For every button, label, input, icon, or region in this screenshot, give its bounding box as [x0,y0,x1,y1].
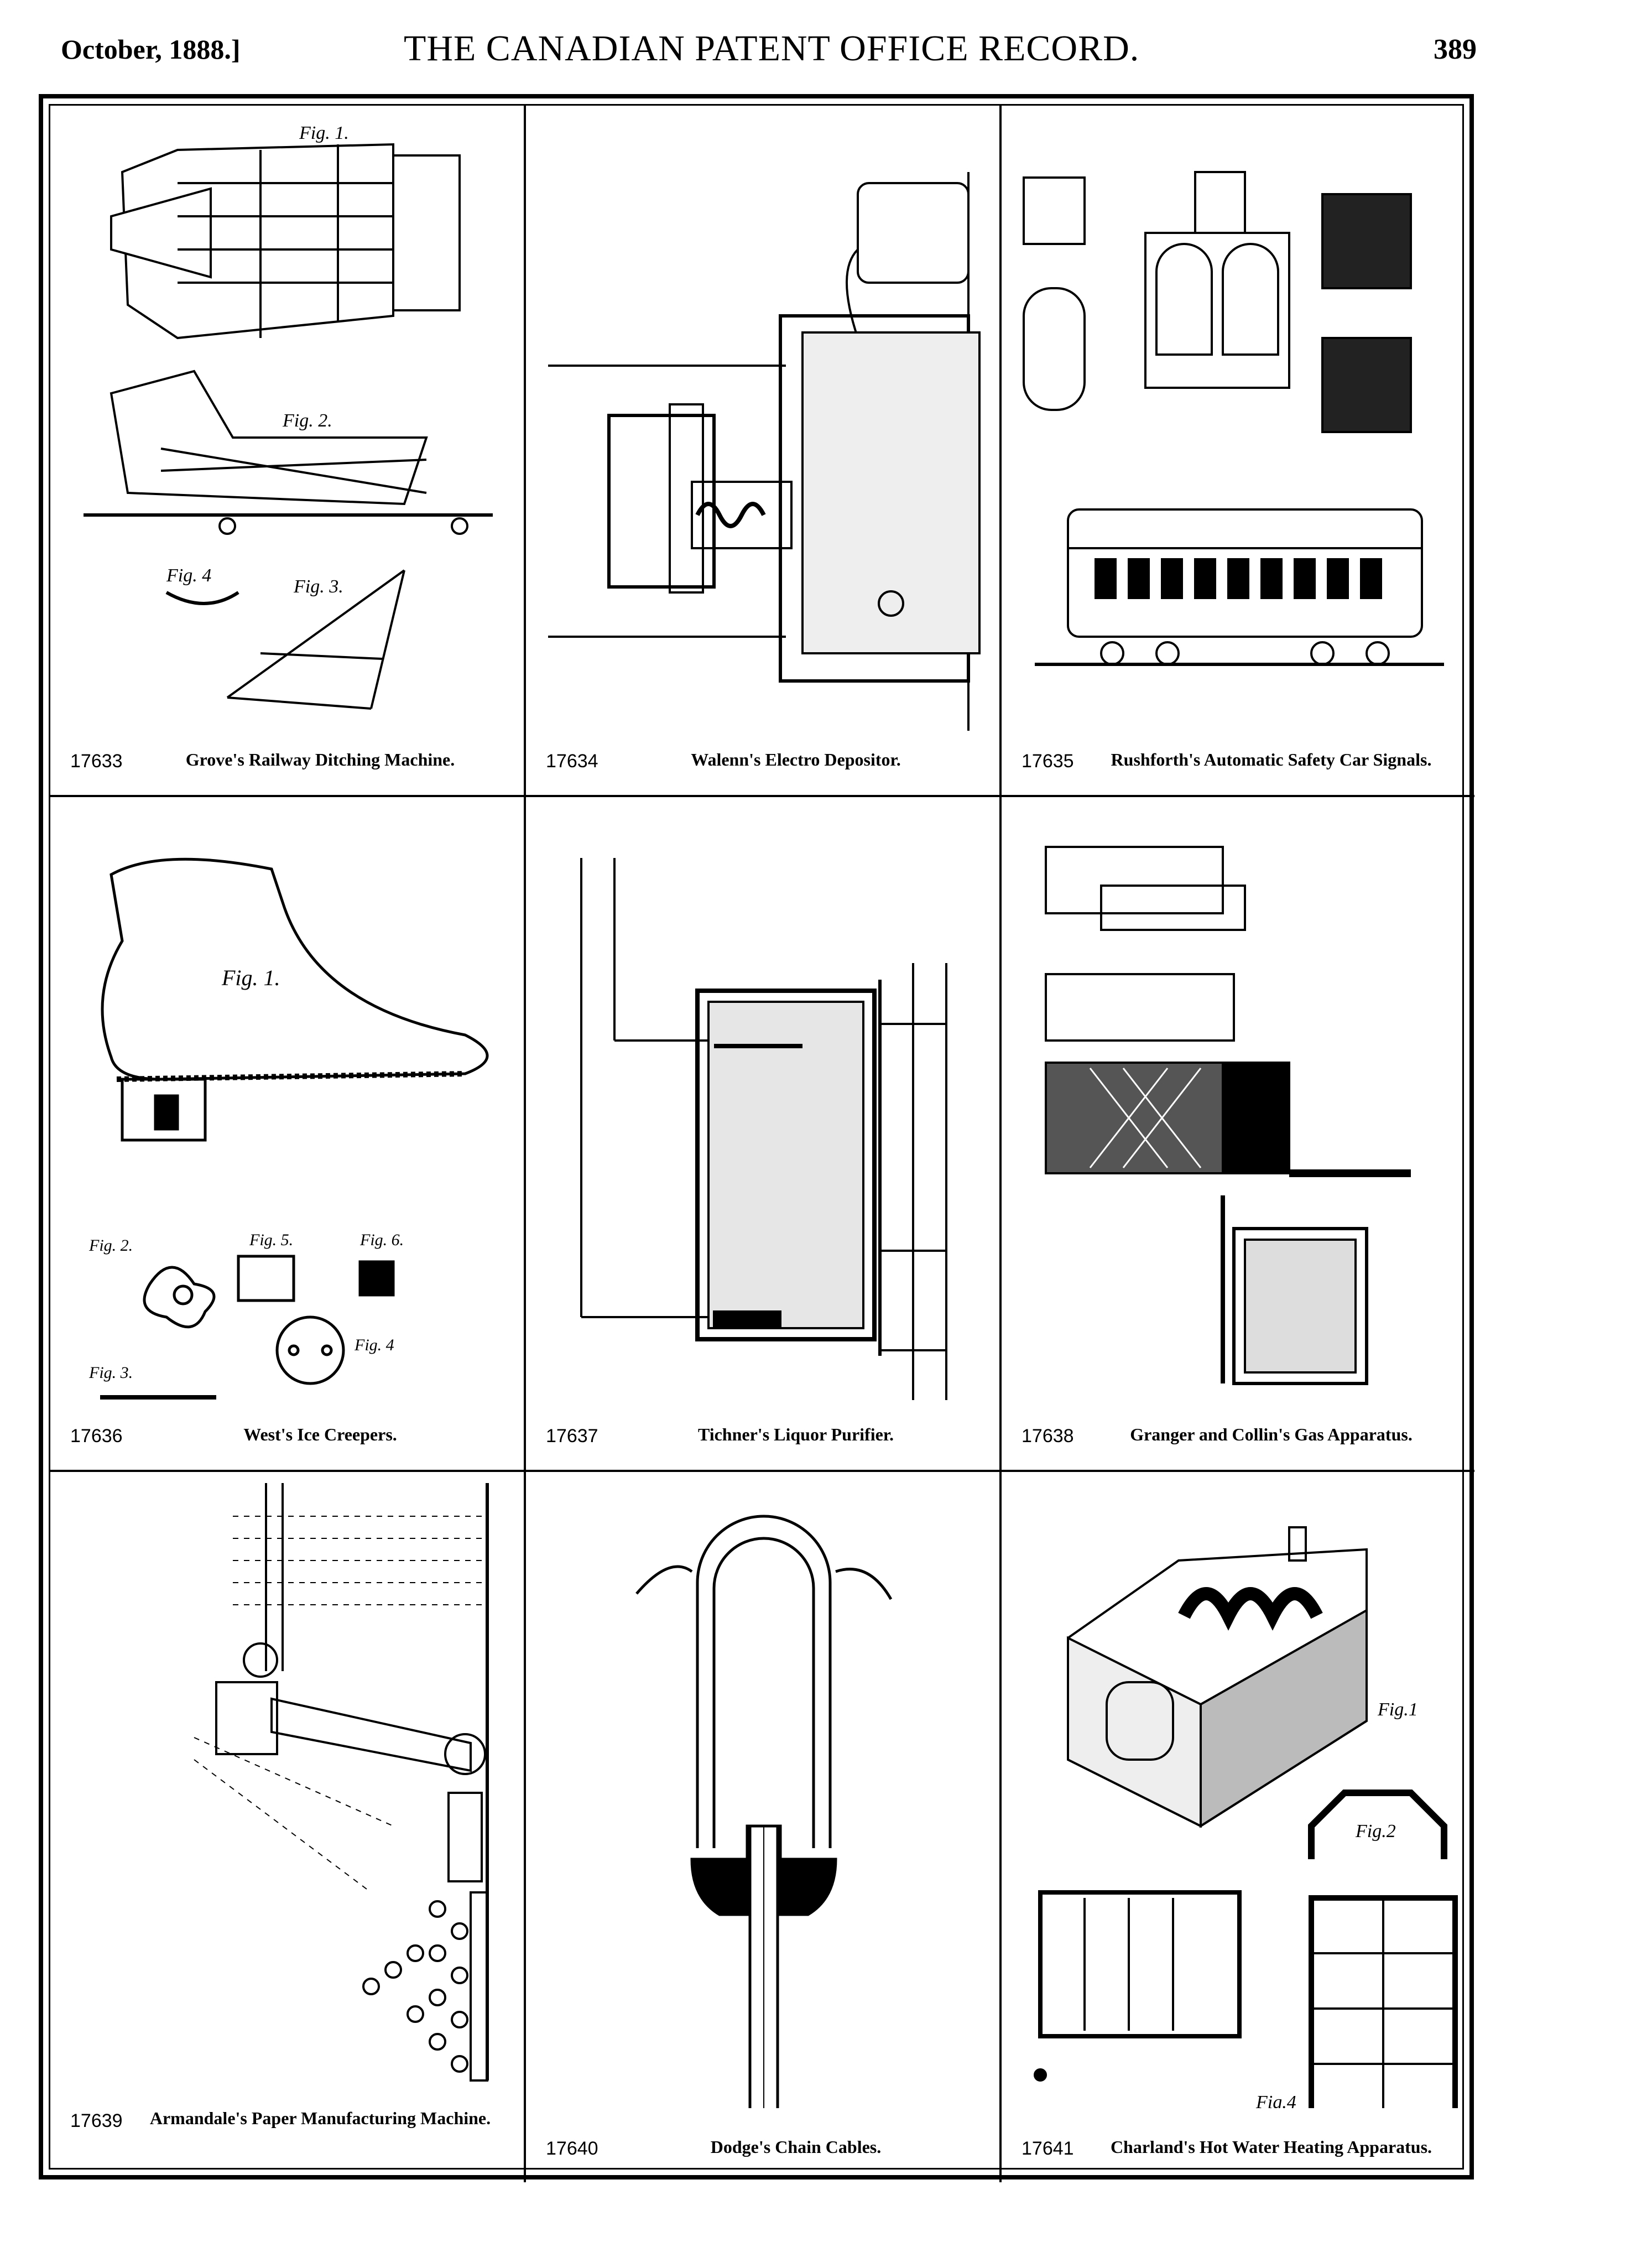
patent-title: Charland's Hot Water Heating Apparatus. [1110,2137,1432,2157]
gas-apparatus-drawing [1045,846,1411,1385]
patent-cell-17634: 17634 Walenn's Electro Depositor. [526,106,1002,797]
patent-number: 17634 [546,751,598,772]
electro-depositor-drawing [548,172,981,731]
ditching-machine-drawing: Fig. 1. Fig. 2. Fig. 3. Fig. 4 [84,123,493,710]
patent-cell-17636: Fig. 1. Fig. 2. Fig. 3. Fig. 4 Fig. 5. F… [50,797,526,1472]
patent-cell-17637: 17637 Tichner's Liquor Purifier. [526,797,1002,1472]
patent-caption: 17639 Armandale's Paper Manufacturing Ma… [50,2106,524,2167]
patent-title: Armandale's Paper Manufacturing Machine. [149,2108,491,2128]
patent-title: Dodge's Chain Cables. [710,2137,882,2157]
patent-cell-17635: 17635 Rushforth's Automatic Safety Car S… [1002,106,1474,797]
patent-title: Walenn's Electro Depositor. [691,750,901,769]
patent-title: West's Ice Creepers. [243,1424,397,1444]
fig-label: Fig. 1. [299,123,349,143]
patent-cell-17633: Fig. 1. Fig. 2. Fig. 3. Fig. 4 17633 Gro… [50,106,526,797]
patent-number: 17633 [70,751,123,772]
patent-grid: Fig. 1. Fig. 2. Fig. 3. Fig. 4 17633 Gro… [49,104,1474,2182]
patent-caption: 17641 Charland's Hot Water Heating Appar… [1002,2134,1474,2167]
patent-number: 17635 [1022,751,1074,772]
patent-caption: 17637 Tichner's Liquor Purifier. [526,1421,999,1454]
fig-label: Fig. 4 [354,1336,394,1354]
paper-machine-drawing [194,1483,489,2082]
fig-label: Fig.2 [1355,1821,1396,1842]
patent-number: 17640 [546,2138,598,2159]
publication-title: THE CANADIAN PATENT OFFICE RECORD. [404,28,1140,69]
patent-title: Rushforth's Automatic Safety Car Signals… [1111,750,1432,769]
patent-cell-17638: 17638 Granger and Collin's Gas Apparatus… [1002,797,1474,1472]
fig-label: Fig. 1. [221,965,280,990]
patent-number: 17636 [70,1426,123,1447]
patent-caption: 17636 West's Ice Creepers. [50,1421,524,1454]
fig-label: Fig. 6. [359,1231,404,1249]
fig-label: Fig.1 [1377,1699,1418,1720]
ice-creepers-drawing: Fig. 1. Fig. 2. Fig. 3. Fig. 4 Fig. 5. F… [88,857,489,1400]
issue-date: October, 1888.] [61,34,241,65]
page-header: October, 1888.] THE CANADIAN PATENT OFFI… [61,28,1477,83]
patent-caption: 17633 Grove's Railway Ditching Machine. [50,746,524,779]
car-signals-drawing [1023,171,1444,666]
fig-label: Fig. 5. [249,1231,293,1249]
patent-caption: 17638 Granger and Collin's Gas Apparatus… [1002,1421,1474,1454]
patent-number: 17637 [546,1426,598,1447]
patent-caption: 17635 Rushforth's Automatic Safety Car S… [1002,746,1474,779]
patent-caption: 17640 Dodge's Chain Cables. [526,2134,999,2167]
fig-label: Fig. 3. [88,1364,133,1382]
patent-number: 17641 [1022,2138,1074,2159]
liquor-purifier-drawing [580,858,947,1400]
patent-cell-17639: 17639 Armandale's Paper Manufacturing Ma… [50,1472,526,2182]
fig-label: Fig. 3. [293,576,343,597]
fig-label: Fig. 2. [282,410,332,431]
chain-cable-drawing [635,1515,893,2108]
patent-cell-17641: Fig.1 Fig.2 Fig.4 17641 Charland's Hot W… [1002,1472,1474,2182]
fig-label: Fig. 2. [88,1236,133,1255]
heating-apparatus-drawing: Fig.1 Fig.2 Fig.4 [1034,1526,1458,2108]
patent-drawings-frame: Fig. 1. Fig. 2. Fig. 3. Fig. 4 17633 Gro… [39,94,1474,2182]
patent-cell-17640: 17640 Dodge's Chain Cables. [526,1472,1002,2182]
patent-number: 17639 [70,2110,123,2131]
fig-label: Fig. 4 [166,565,211,586]
patent-number: 17638 [1022,1426,1074,1447]
page-number: 389 [1434,34,1477,65]
patent-title: Grove's Railway Ditching Machine. [185,750,455,769]
fig-label: Fig.4 [1255,2092,1296,2108]
patent-caption: 17634 Walenn's Electro Depositor. [526,746,999,779]
patent-title: Granger and Collin's Gas Apparatus. [1130,1424,1413,1444]
patent-title: Tichner's Liquor Purifier. [697,1424,894,1444]
